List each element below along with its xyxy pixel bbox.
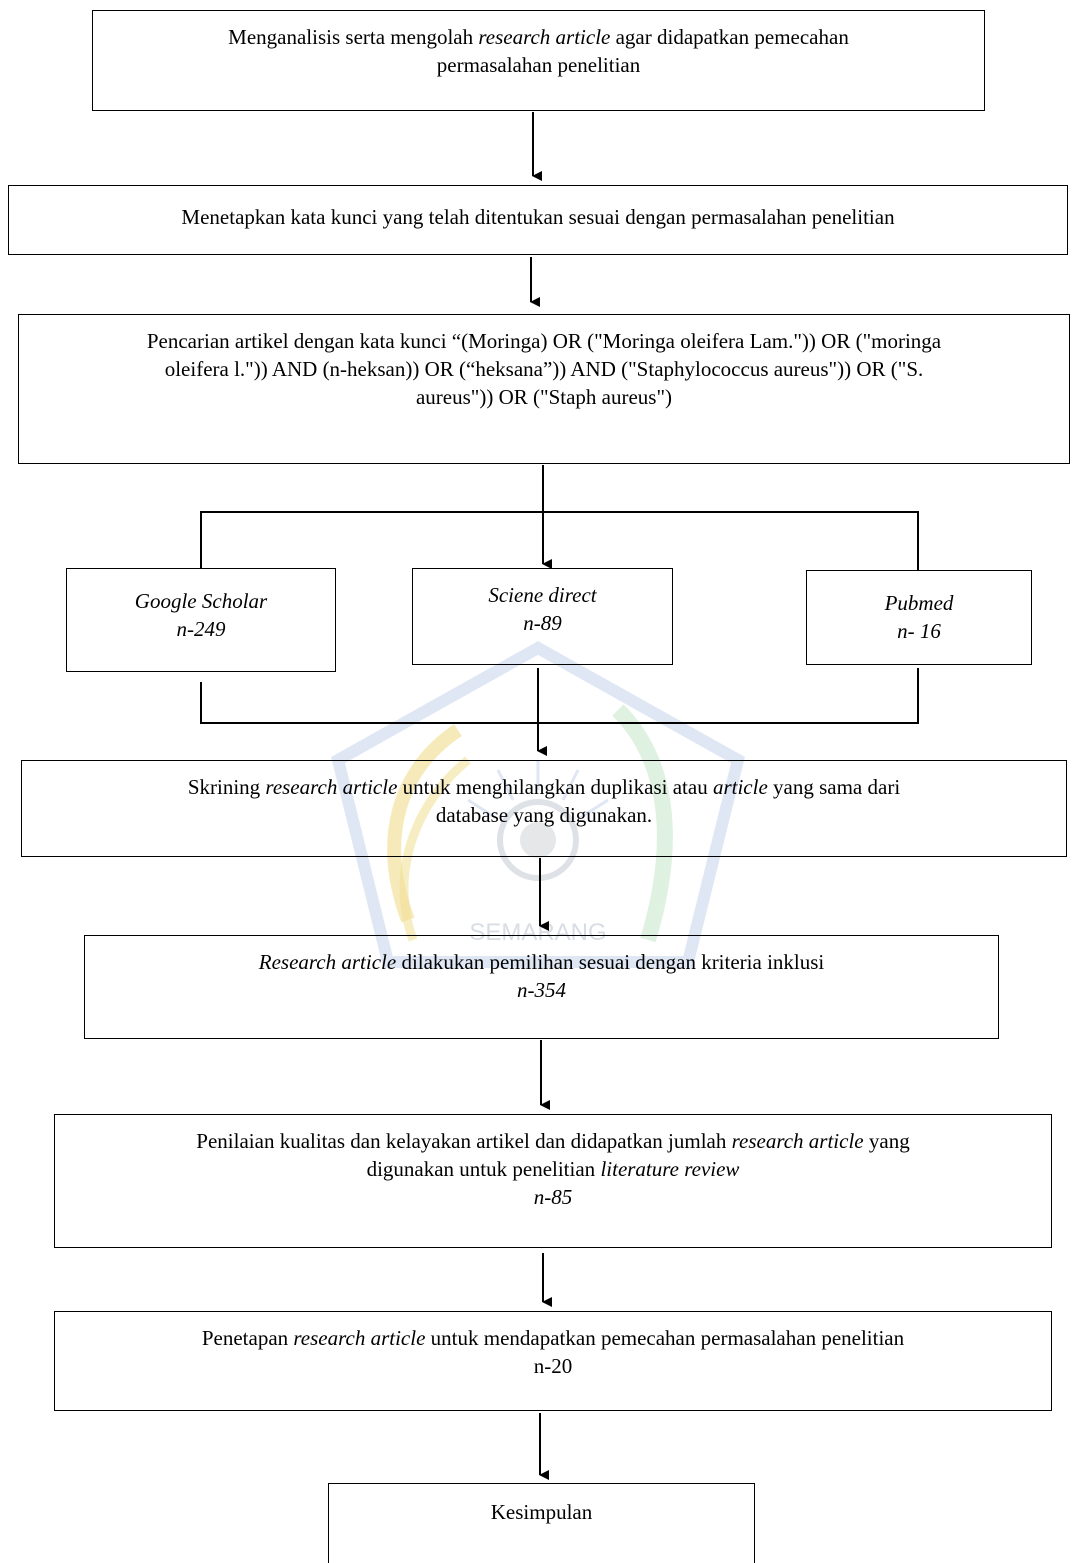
step7-count: n-20 xyxy=(533,1354,573,1378)
branch-bottom-line xyxy=(200,668,919,724)
step1-text-a: Menganalisis serta mengolah xyxy=(228,25,479,49)
step4-text-c: yang sama dari xyxy=(767,775,901,799)
step5-text-italic: Research article xyxy=(258,950,397,974)
source-google-scholar-name: Google Scholar xyxy=(134,589,268,613)
step6-text-italic-c: literature review xyxy=(600,1157,740,1181)
step3-text-line3: aureus")) OR ("Staph aureus") xyxy=(415,385,673,409)
step-analyze-box: Menganalisis serta mengolah research art… xyxy=(92,10,985,111)
step1-text-line2: permasalahan penelitian xyxy=(436,53,641,77)
step4-text-italic-b: article xyxy=(712,775,768,799)
step-search-box: Pencarian artikel dengan kata kunci “(Mo… xyxy=(18,314,1070,464)
source-pubmed-count: n- 16 xyxy=(897,619,941,643)
step6-count: n-85 xyxy=(533,1185,573,1209)
source-google-scholar-box: Google Scholar n-249 xyxy=(66,568,336,672)
source-science-direct-count: n-89 xyxy=(523,611,562,635)
step2-text: Menetapkan kata kunci yang telah ditentu… xyxy=(181,205,895,229)
source-pubmed-box: Pubmed n- 16 xyxy=(806,570,1032,665)
step8-text: Kesimpulan xyxy=(490,1500,593,1524)
step6-text-italic-a: research article xyxy=(731,1129,864,1153)
watermark-bottom-text: SEMARANG xyxy=(469,919,606,946)
step6-text-b: yang xyxy=(863,1129,910,1153)
step7-text-b: untuk mendapatkan pemecahan permasalahan… xyxy=(425,1326,905,1350)
step5-text-b: dilakukan pemilihan sesuai dengan kriter… xyxy=(396,950,825,974)
source-science-direct-name: Sciene direct xyxy=(488,583,597,607)
source-pubmed-name: Pubmed xyxy=(884,591,954,615)
step-conclusion-box: Kesimpulan xyxy=(328,1483,755,1563)
step3-text-line2: oleifera l.")) AND (n-heksan)) OR (“heks… xyxy=(164,357,924,381)
branch-top-line xyxy=(200,511,919,570)
step-quality-box: Penilaian kualitas dan kelayakan artikel… xyxy=(54,1114,1052,1248)
step-screening-box: Skrining research article untuk menghila… xyxy=(21,760,1067,857)
step1-text-italic: research article xyxy=(478,25,611,49)
source-google-scholar-count: n-249 xyxy=(176,617,226,641)
step7-text-a: Penetapan xyxy=(201,1326,294,1350)
step4-text-b: untuk menghilangkan duplikasi atau xyxy=(397,775,713,799)
step7-text-italic: research article xyxy=(293,1326,426,1350)
step6-text-a: Penilaian kualitas dan kelayakan artikel… xyxy=(196,1129,732,1153)
step-inclusion-box: Research article dilakukan pemilihan ses… xyxy=(84,935,999,1039)
step4-text-italic-a: research article xyxy=(265,775,398,799)
step6-text-c: digunakan untuk penelitian xyxy=(366,1157,601,1181)
step4-text-line2: database yang digunakan. xyxy=(435,803,653,827)
step1-text-b: agar didapatkan pemecahan xyxy=(610,25,849,49)
source-science-direct-box: Sciene direct n-89 xyxy=(412,568,673,665)
step-keywords-box: Menetapkan kata kunci yang telah ditentu… xyxy=(8,185,1068,255)
step5-count: n-354 xyxy=(517,978,566,1002)
step3-text-line1: Pencarian artikel dengan kata kunci “(Mo… xyxy=(146,329,942,353)
university-watermark-logo: SEMARANG xyxy=(331,641,745,968)
step-determination-box: Penetapan research article untuk mendapa… xyxy=(54,1311,1052,1411)
step4-text-a: Skrining xyxy=(187,775,266,799)
